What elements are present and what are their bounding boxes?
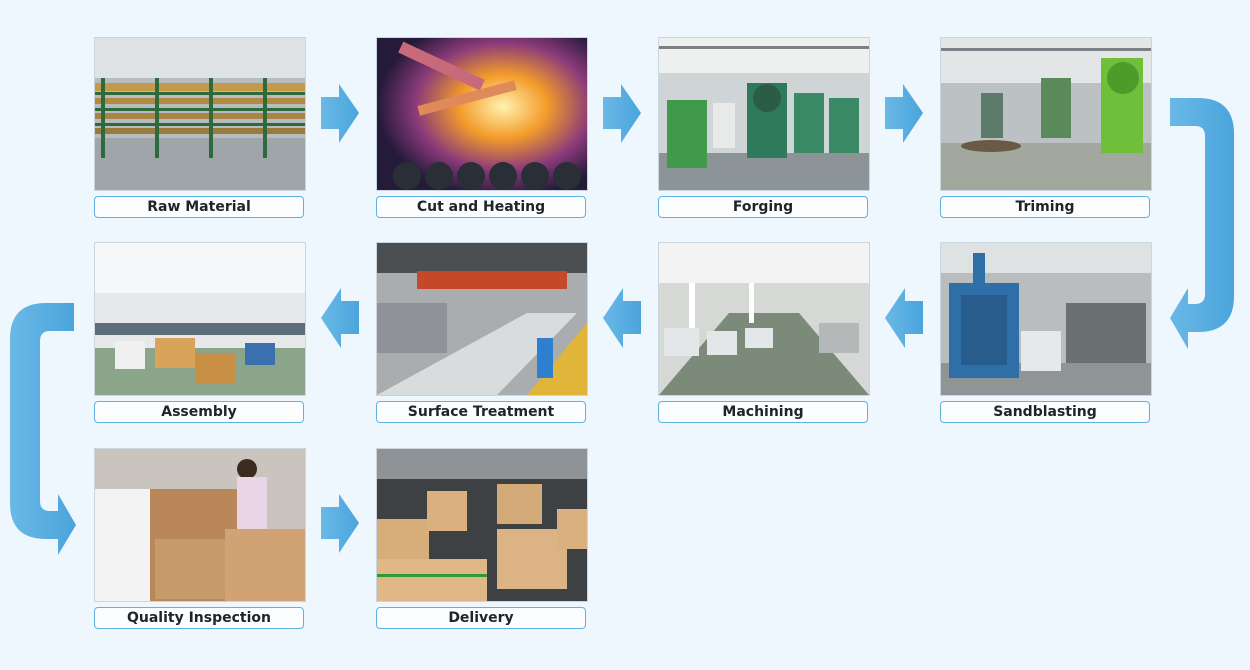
step-label: Machining bbox=[658, 401, 868, 423]
step-sandblasting: Sandblasting bbox=[940, 242, 1152, 423]
step-label: Raw Material bbox=[94, 196, 304, 218]
step-label: Triming bbox=[940, 196, 1150, 218]
arrow-right-2 bbox=[603, 84, 641, 143]
forging-photo bbox=[658, 37, 870, 191]
arrow-right-3 bbox=[885, 84, 923, 143]
step-raw-material: Raw Material bbox=[94, 37, 306, 218]
step-label: Assembly bbox=[94, 401, 304, 423]
arrow-uturn-left bbox=[10, 303, 76, 555]
step-forging: Forging bbox=[658, 37, 870, 218]
sandblasting-photo bbox=[940, 242, 1152, 396]
step-assembly: Assembly bbox=[94, 242, 306, 423]
quality-inspection-photo bbox=[94, 448, 306, 602]
step-label: Forging bbox=[658, 196, 868, 218]
arrow-left-1 bbox=[885, 288, 923, 348]
step-trimming: Triming bbox=[940, 37, 1152, 218]
trimming-photo bbox=[940, 37, 1152, 191]
delivery-photo bbox=[376, 448, 588, 602]
step-cut-and-heating: Cut and Heating bbox=[376, 37, 588, 218]
step-label: Sandblasting bbox=[940, 401, 1150, 423]
step-label: Delivery bbox=[376, 607, 586, 629]
arrow-right-4 bbox=[321, 494, 359, 553]
step-quality-inspection: Quality Inspection bbox=[94, 448, 306, 629]
surface-treatment-photo bbox=[376, 242, 588, 396]
arrow-uturn-right bbox=[1170, 98, 1234, 349]
step-label: Cut and Heating bbox=[376, 196, 586, 218]
step-surface-treatment: Surface Treatment bbox=[376, 242, 588, 423]
step-delivery: Delivery bbox=[376, 448, 588, 629]
cut-and-heating-photo bbox=[376, 37, 588, 191]
assembly-photo bbox=[94, 242, 306, 396]
step-label: Surface Treatment bbox=[376, 401, 586, 423]
machining-photo bbox=[658, 242, 870, 396]
arrow-left-2 bbox=[603, 288, 641, 348]
step-label: Quality Inspection bbox=[94, 607, 304, 629]
arrow-right-1 bbox=[321, 84, 359, 143]
arrow-left-3 bbox=[321, 288, 359, 348]
step-machining: Machining bbox=[658, 242, 870, 423]
raw-material-photo bbox=[94, 37, 306, 191]
